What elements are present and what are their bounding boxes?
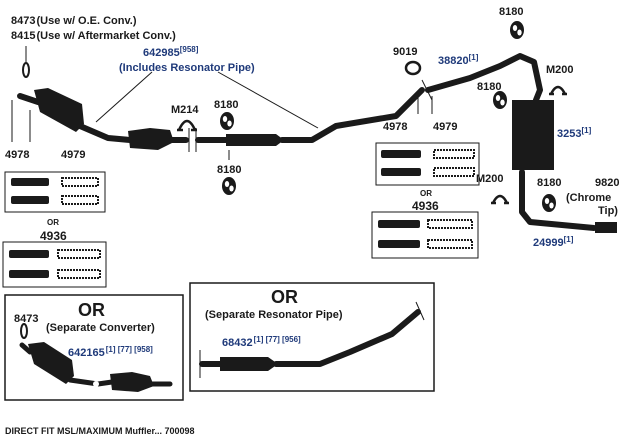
part-8180-label: 8180 <box>537 177 561 189</box>
sensor-port <box>93 381 99 387</box>
part-8473-note: (Use w/ O.E. Conv.) <box>36 15 136 27</box>
option-note: (Separate Resonator Pipe) <box>205 309 343 321</box>
option-box-separate-converter <box>4 294 184 401</box>
part-642985-note: (Includes Resonator Pipe) <box>119 62 255 74</box>
part-9820-label: 9820 <box>595 177 619 189</box>
converter-pipe <box>67 377 115 387</box>
svg-text:642165[1] [77] [958]: 642165[1] [77] [958] <box>68 345 153 359</box>
clamp-M200-icon <box>491 194 509 204</box>
part-68432-note-ref: [1] [77] [956] <box>254 335 301 344</box>
intermediate-resonator <box>226 134 284 146</box>
front-pipe <box>77 123 133 143</box>
catalytic-converter <box>28 342 74 384</box>
bolt-spring-kit <box>4 171 106 213</box>
gasket-8473-icon <box>20 323 28 339</box>
inlet-pipe <box>17 93 41 105</box>
part-M214-label: M214 <box>171 104 199 116</box>
part-68432-label: 68432 <box>222 337 253 349</box>
part-8180-label: 8180 <box>214 99 238 111</box>
svg-text:3253[1]: 3253[1] <box>557 126 592 140</box>
part-642985-label: 642985 <box>143 47 180 59</box>
part-642165-note-ref: [1] [77] [958] <box>106 345 153 354</box>
hanger-icons <box>22 21 567 212</box>
hanger-8180-icon <box>493 91 507 109</box>
part-4936-label: 4936 <box>412 199 439 213</box>
mid-pipe <box>279 87 425 143</box>
resonator <box>220 357 278 371</box>
resonator <box>110 372 154 392</box>
tailpipe-38820 <box>425 53 543 103</box>
hanger-8180-icon <box>542 194 556 212</box>
hanger-8180-icon <box>222 177 236 195</box>
part-8415-label: 8415 <box>11 30 35 42</box>
part-3253-note-ref: [1] <box>581 126 591 135</box>
catalytic-converter <box>34 88 84 132</box>
bolt-spring-kit <box>375 142 480 186</box>
part-642985-note-ref: [958] <box>180 45 199 54</box>
diagram-caption: DIRECT FIT MSL/MAXIMUM Muffler... 700098 <box>5 426 195 436</box>
chrome-tip-9820 <box>595 222 617 233</box>
tailpipe-24999 <box>519 169 597 231</box>
part-4978-label: 4978 <box>383 121 407 133</box>
or-separator: OR <box>420 189 432 198</box>
part-642165-label: 642165 <box>68 347 105 359</box>
bolt-spring-kit <box>371 211 479 259</box>
part-4979-label: 4979 <box>61 149 85 161</box>
hanger-8180-icon <box>510 21 524 39</box>
svg-text:642985[958]: 642985[958] <box>143 45 199 59</box>
resonator <box>128 128 174 150</box>
main-exhaust-assembly <box>17 53 617 233</box>
clamp-M214-icon <box>177 119 197 131</box>
part-8180-label: 8180 <box>477 81 501 93</box>
part-8415-note: (Use w/ Aftermarket Conv.) <box>36 30 176 42</box>
svg-text:24999[1]: 24999[1] <box>533 235 574 249</box>
svg-text:8415(Use w/ Aftermarket Conv.): 8415(Use w/ Aftermarket Conv.) <box>11 30 176 42</box>
converter-inlet-pipe <box>19 342 33 355</box>
part-8473-label: 8473 <box>14 313 38 325</box>
part-8180-label: 8180 <box>217 164 241 176</box>
option-heading: OR <box>78 300 105 320</box>
option-box-separate-resonator-pipe <box>189 282 435 392</box>
part-4979-label: 4979 <box>433 121 457 133</box>
part-9820-note: Tip) <box>598 205 618 217</box>
part-38820-note-ref: [1] <box>469 53 479 62</box>
part-M200-label: M200 <box>546 64 574 76</box>
muffler-3253 <box>512 100 554 170</box>
svg-text:8473(Use w/ O.E. Conv.): 8473(Use w/ O.E. Conv.) <box>11 15 137 27</box>
part-24999-label: 24999 <box>533 237 564 249</box>
part-4978-label: 4978 <box>5 149 29 161</box>
part-38820-label: 38820 <box>438 55 469 67</box>
part-8473-label: 8473 <box>11 15 35 27</box>
bolt-spring-kit <box>2 241 107 288</box>
hanger-8180-icon <box>220 112 234 130</box>
leader-lines <box>11 46 433 160</box>
option-note: (Separate Converter) <box>46 322 155 334</box>
part-3253-label: 3253 <box>557 128 581 140</box>
pipe-clamp <box>415 301 425 321</box>
part-24999-note-ref: [1] <box>564 235 574 244</box>
svg-text:38820[1]: 38820[1] <box>438 53 479 67</box>
resonator-pipe <box>273 309 421 367</box>
svg-text:68432[1] [77] [956]: 68432[1] [77] [956] <box>222 335 301 349</box>
part-9820-note: (Chrome <box>566 192 611 204</box>
part-9019-label: 9019 <box>393 46 417 58</box>
part-8180-label: 8180 <box>499 6 523 18</box>
option-heading: OR <box>271 287 298 307</box>
part-M200-label: M200 <box>476 173 504 185</box>
gasket-9019-icon <box>404 60 422 76</box>
or-separator: OR <box>47 218 59 227</box>
gasket-8473-icon <box>22 62 30 78</box>
clamp-M200-icon <box>549 85 567 95</box>
part-4936-label: 4936 <box>40 229 67 243</box>
